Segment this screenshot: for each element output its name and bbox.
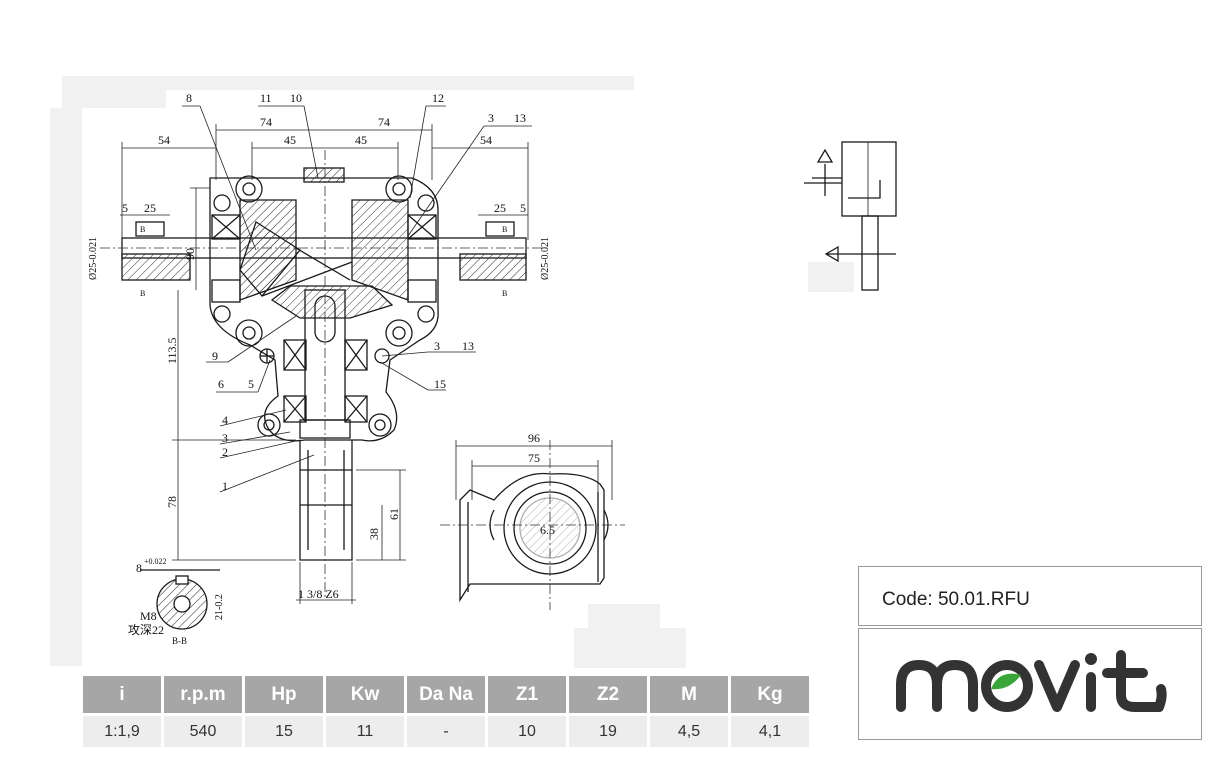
header-hp: Hp <box>243 676 326 715</box>
label-b-1: B <box>140 225 145 234</box>
header-rpm: r.p.m <box>162 676 245 715</box>
header-z2: Z2 <box>567 676 650 715</box>
spec-table: i r.p.m Hp Kw Da Na Z1 Z2 M Kg 1:1,9 540… <box>83 676 812 747</box>
callout-5: 5 <box>248 377 254 391</box>
header-i: i <box>83 676 164 715</box>
header-kw: Kw <box>324 676 407 715</box>
dim-96: 96 <box>528 431 540 445</box>
dimension-labels: 54 74 74 45 45 54 5 25 25 5 90 Ø25-0.021… <box>88 115 555 646</box>
dim-113-5: 113.5 <box>165 337 179 364</box>
label-section-bb: B-B <box>172 636 187 646</box>
leader-lines <box>182 105 532 493</box>
logo-i-dot <box>1085 653 1097 665</box>
label-b-3: B <box>502 225 507 234</box>
dim-spline: 1 3/8 Z6 <box>298 587 339 601</box>
dim-90: 90 <box>183 248 197 260</box>
dim-61: 61 <box>387 508 401 520</box>
header-kg: Kg <box>729 676 812 715</box>
dim-6-5: 6.5 <box>540 523 555 537</box>
callout-13-top: 13 <box>514 111 526 125</box>
header-da-na: Da Na <box>405 676 488 715</box>
bb-section <box>140 569 220 630</box>
logo-o-outer <box>981 660 1033 712</box>
label-m8: M8 <box>140 609 157 623</box>
callout-3-low: 3 <box>222 431 228 445</box>
gearbox-front-view <box>121 167 527 561</box>
callout-9: 9 <box>212 349 218 363</box>
callout-10: 10 <box>290 91 302 105</box>
callout-15: 15 <box>434 377 446 391</box>
dim-54-left: 54 <box>158 133 170 147</box>
dim-78: 78 <box>165 496 179 508</box>
background-panels <box>50 76 854 668</box>
callout-6: 6 <box>218 377 224 391</box>
callout-3-top: 3 <box>488 111 494 125</box>
product-code: Code: 50.01.RFU <box>882 589 1030 610</box>
spec-table-header-row: i r.p.m Hp Kw Da Na Z1 Z2 M Kg <box>83 676 812 715</box>
cell-hp: 15 <box>243 713 326 747</box>
dim-45-right: 45 <box>355 133 367 147</box>
dim-21: 21-0.2 <box>214 594 225 620</box>
dim-key-8: 8 <box>136 561 142 575</box>
callout-12: 12 <box>432 91 444 105</box>
cell-m: 4,5 <box>648 713 731 747</box>
dim-key-tol: +0.022 <box>144 557 167 566</box>
cell-z1: 10 <box>486 713 569 747</box>
label-b-4: B <box>502 289 507 298</box>
dim-38: 38 <box>367 528 381 540</box>
cell-kg: 4,1 <box>729 713 812 747</box>
table-row: 1:1,9 540 15 11 - 10 19 4,5 4,1 <box>83 713 812 747</box>
callout-11: 11 <box>260 91 272 105</box>
direction-schematic <box>804 141 897 291</box>
dim-75: 75 <box>528 451 540 465</box>
cell-kw: 11 <box>324 713 407 747</box>
cell-i: 1:1,9 <box>83 713 164 747</box>
movit-logo <box>896 650 1167 712</box>
dim-45-left: 45 <box>284 133 296 147</box>
callout-13-mid: 13 <box>462 339 474 353</box>
callout-2: 2 <box>222 445 228 459</box>
header-m: M <box>648 676 731 715</box>
header-z1: Z1 <box>486 676 569 715</box>
product-code-box: Code: 50.01.RFU <box>858 566 1202 626</box>
section-view <box>459 472 609 603</box>
dim-5-left: 5 <box>122 201 128 215</box>
cell-rpm: 540 <box>162 713 245 747</box>
logo-leaf-icon <box>991 673 1021 690</box>
dim-74-left: 74 <box>260 115 272 129</box>
dim-25-left: 25 <box>144 201 156 215</box>
dim-5-right: 5 <box>520 201 526 215</box>
callout-1: 1 <box>222 479 228 493</box>
dim-25-right: 25 <box>494 201 506 215</box>
dim-shaft-right: Ø25-0.021 <box>540 237 551 280</box>
dim-shaft-left: Ø25-0.021 <box>88 237 99 280</box>
callout-8: 8 <box>186 91 192 105</box>
dimension-lines <box>120 124 613 604</box>
cell-da-na: - <box>405 713 488 747</box>
cell-z2: 19 <box>567 713 650 747</box>
logo-letters <box>896 650 1167 712</box>
dim-54-right: 54 <box>480 133 492 147</box>
callout-3-mid: 3 <box>434 339 440 353</box>
brand-logo-box <box>858 628 1202 740</box>
callout-4: 4 <box>222 413 228 427</box>
dim-74-right: 74 <box>378 115 390 129</box>
label-tap-depth: 攻深22 <box>128 623 164 637</box>
label-b-2: B <box>140 289 145 298</box>
part-callouts: 8 11 10 12 3 13 9 6 5 3 13 15 4 3 2 1 <box>186 91 526 493</box>
